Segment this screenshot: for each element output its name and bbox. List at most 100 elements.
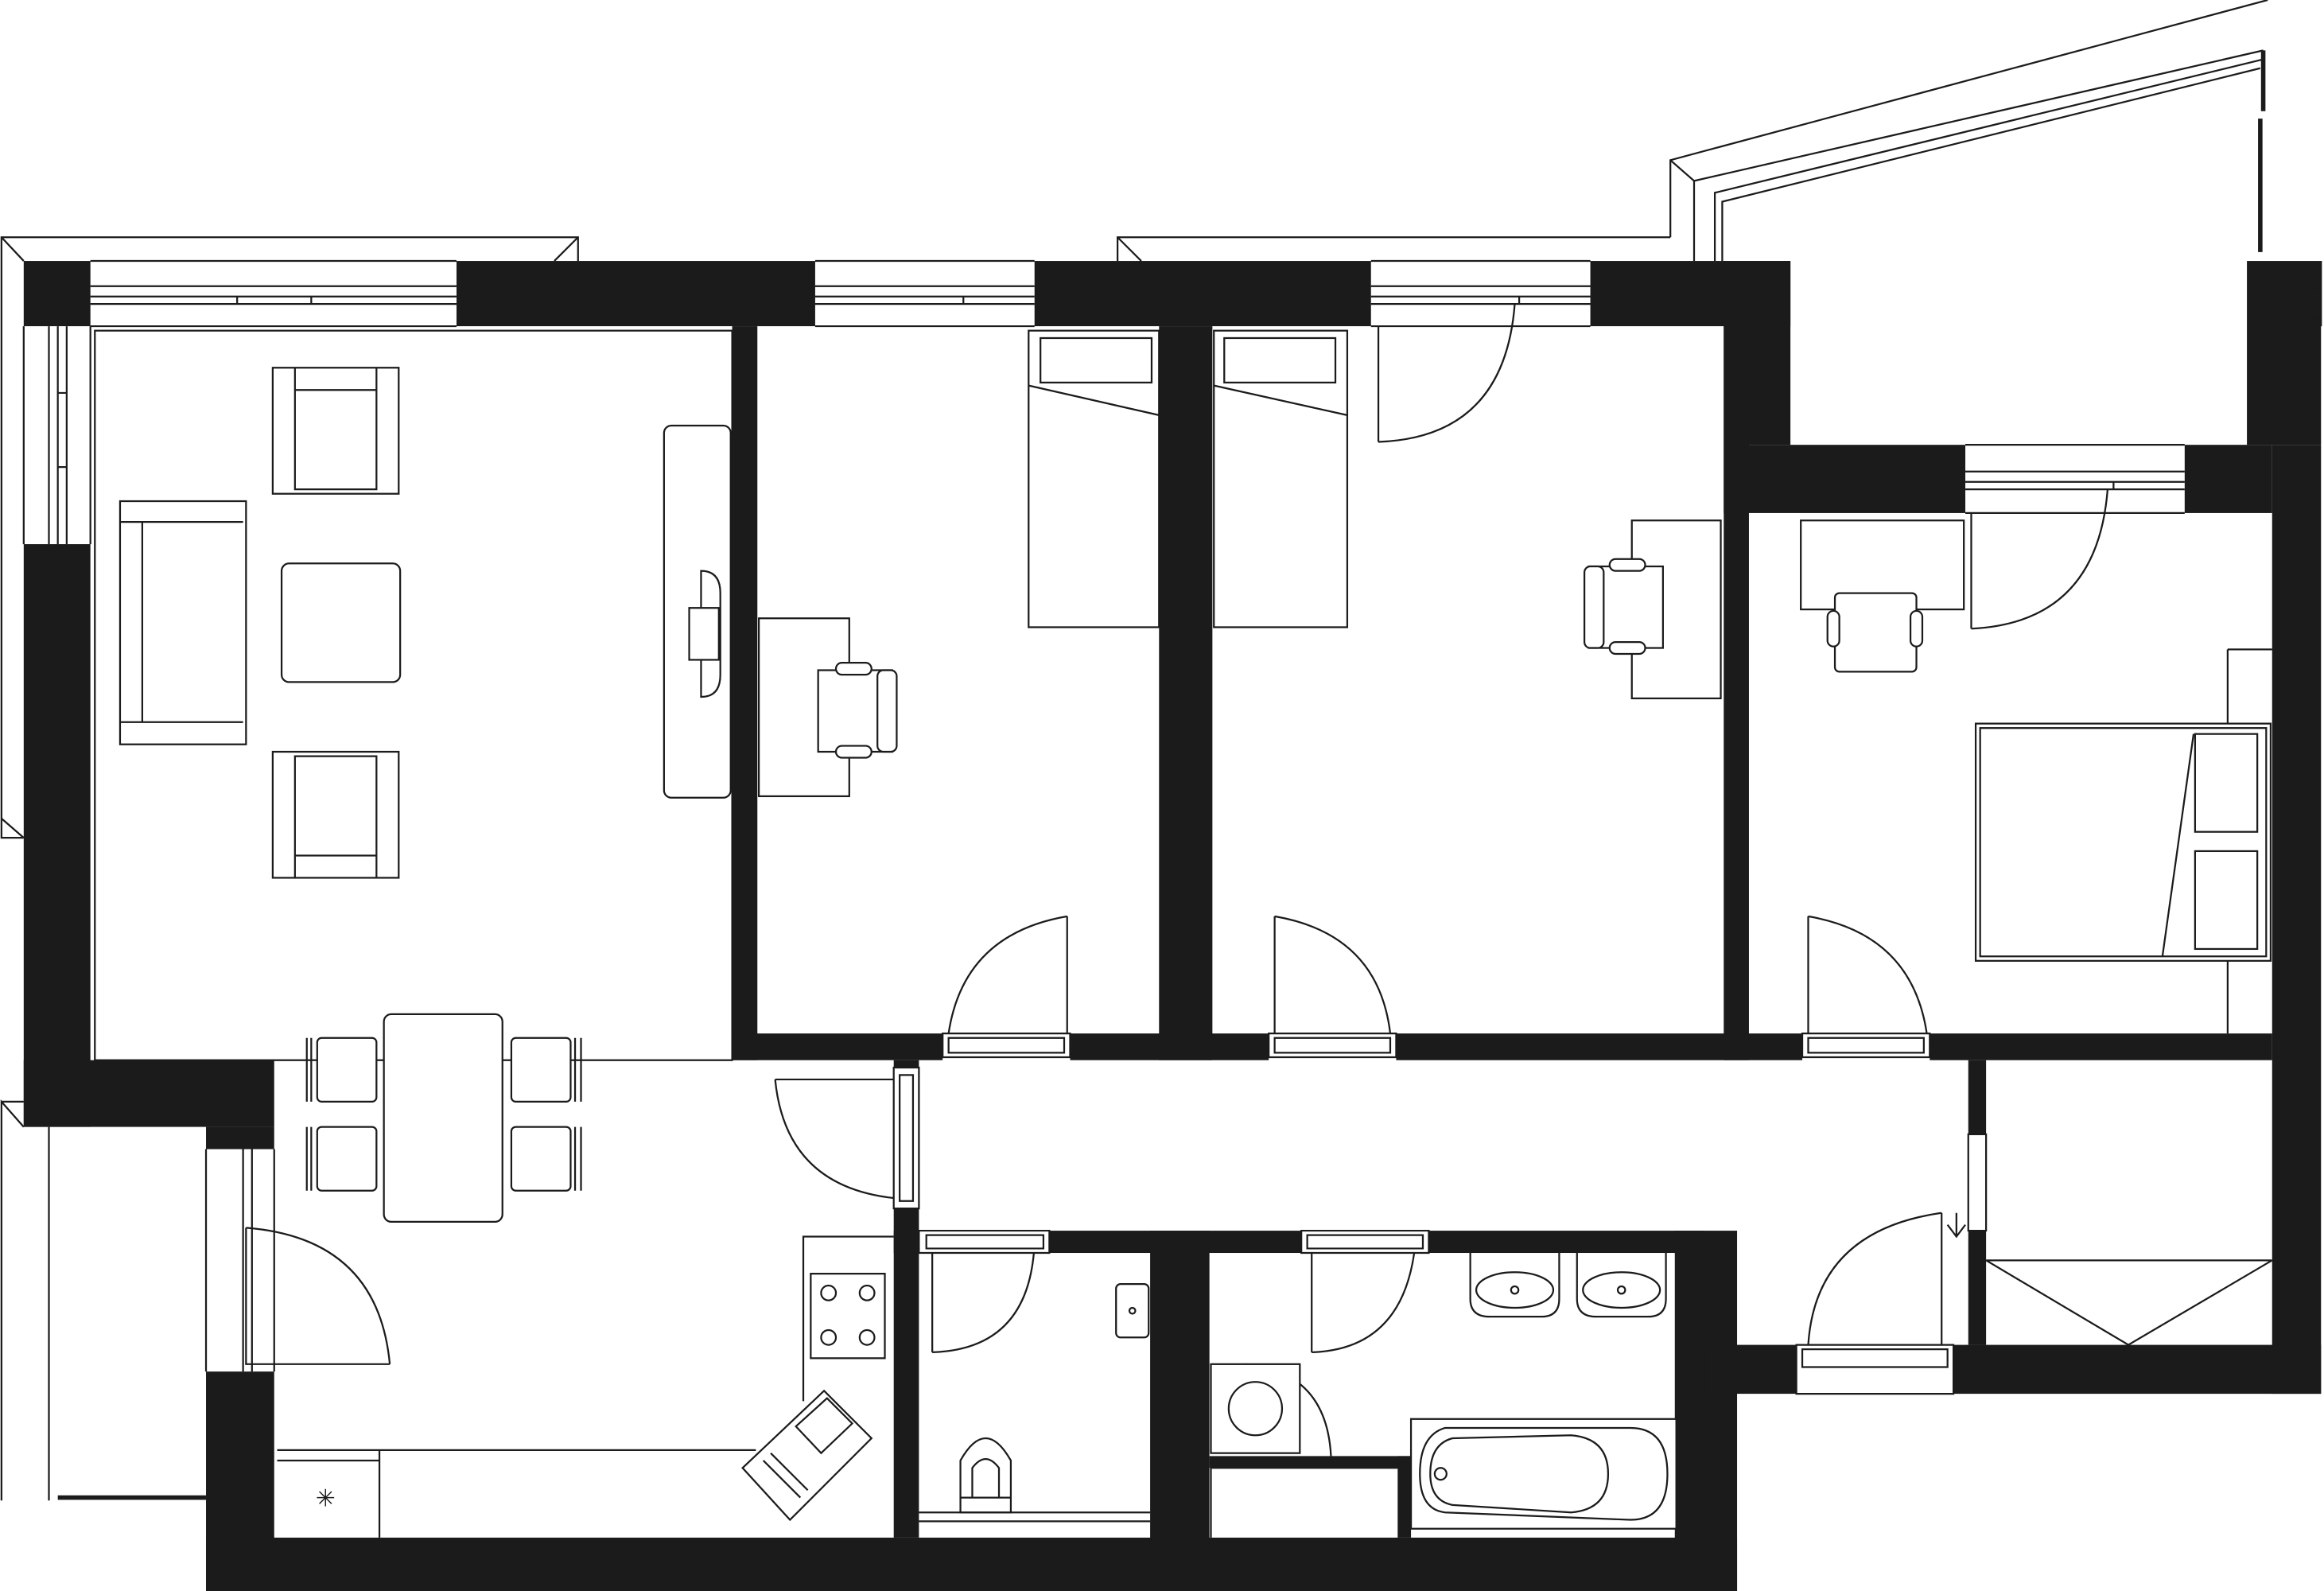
- walls-shape: [1034, 261, 1371, 327]
- bathroom-shape: [1582, 1271, 1661, 1309]
- bedroom-1-furniture-shape: [834, 662, 872, 676]
- doors-shape: [1967, 1133, 1988, 1232]
- walls-shape: [2272, 445, 2322, 1395]
- balcony-top-middle: [1116, 236, 1671, 262]
- walls-shape: [1968, 1231, 1987, 1345]
- bedroom-2-furniture-shape: [1223, 336, 1337, 384]
- doors-shape: [947, 915, 1068, 1034]
- balcony-top-right-shape: [2258, 50, 2266, 252]
- doors-shape: [245, 1227, 391, 1365]
- storage-room-shape: [1985, 1259, 2273, 1346]
- living-room-furniture: [94, 329, 733, 1223]
- bedroom-3-furniture-shape: [1826, 609, 1840, 648]
- walls-shape: [1159, 326, 1213, 1060]
- walls-shape: [23, 544, 91, 1127]
- doors: [245, 304, 2109, 1457]
- walls-shape: [893, 1208, 919, 1538]
- bathroom-shape: [1210, 1363, 1301, 1454]
- doors-shape: [1946, 1212, 1966, 1239]
- balcony-top-left: [0, 236, 579, 839]
- bathroom-shape: [1510, 1285, 1520, 1295]
- bathroom-shape: [1616, 1285, 1626, 1295]
- walls-shape: [732, 326, 758, 1060]
- walls-shape: [1396, 1033, 1803, 1060]
- windows-shape: [1370, 259, 1591, 328]
- living-room-furniture-shape: [688, 607, 720, 661]
- bedroom-1-furniture: [758, 329, 1160, 798]
- balcony-top-left-shape: [0, 236, 579, 262]
- doors-shape: [1300, 1229, 1430, 1255]
- living-room-furniture-shape: [383, 1013, 503, 1223]
- doors-shape: [774, 1078, 894, 1200]
- walls-shape: [1209, 1456, 1412, 1468]
- balcony-top-left-shape: [0, 261, 25, 839]
- wc: [919, 1283, 1151, 1523]
- walls-shape: [23, 261, 91, 327]
- bathroom-shape: [1475, 1271, 1555, 1309]
- bedroom-2-furniture-shape: [1213, 384, 1348, 416]
- bedroom-3-furniture: [1800, 519, 2272, 1034]
- windows-shape: [90, 259, 457, 328]
- doors-shape: [931, 1242, 1036, 1354]
- bedroom-3-furniture-shape: [1833, 592, 1918, 673]
- bedroom-3-furniture-shape: [2161, 733, 2195, 957]
- walls-shape: [1150, 1231, 1210, 1591]
- bathroom-shape: [1433, 1467, 1448, 1481]
- walls-shape: [1070, 1033, 1269, 1060]
- wc-shape: [1115, 1283, 1150, 1339]
- balcony-top-middle-shape: [1116, 236, 1671, 262]
- walls-shape: [206, 1126, 274, 1149]
- bedroom-1-furniture-shape: [1028, 384, 1160, 416]
- kitchen-shape: [277, 1235, 894, 1538]
- walls-shape: [1724, 445, 1966, 513]
- living-room-furniture-shape: [280, 562, 402, 683]
- doors-shape: [1970, 489, 2109, 630]
- doors-shape: [942, 1033, 1071, 1059]
- doors-shape: [1801, 1033, 1931, 1059]
- doors-shape: [1795, 1344, 1955, 1395]
- kitchen-shape: [810, 1273, 886, 1360]
- bedroom-3-furniture-shape: [2194, 850, 2259, 951]
- doors-shape: [1268, 1033, 1397, 1059]
- bathroom-shape: [1576, 1253, 1667, 1318]
- walls-shape: [2184, 445, 2272, 513]
- walls-shape: [1428, 1231, 1705, 1254]
- doors-shape: [1807, 1212, 1943, 1345]
- kitchen: ✳: [277, 1235, 894, 1538]
- bathroom-shape: [1210, 1467, 1398, 1538]
- living-room-furniture-shape: [271, 367, 400, 495]
- kitchen-shape: [858, 1328, 876, 1346]
- kitchen-shape: [820, 1284, 837, 1301]
- living-room-furniture-shape: [293, 368, 378, 491]
- bathroom-shape: [1429, 1434, 1610, 1514]
- doors-shape: [1807, 915, 1928, 1034]
- kitchen-shape: [741, 1389, 873, 1522]
- doors-shape: [892, 1066, 920, 1210]
- windows-shape: [1965, 444, 2185, 515]
- bedroom-2-furniture: [1213, 329, 1722, 700]
- bedroom-2-furniture-shape: [1583, 565, 1605, 649]
- bedroom-1-furniture-shape: [876, 669, 898, 753]
- kitchen-shape: [858, 1284, 876, 1301]
- doors-shape: [1377, 304, 1516, 443]
- walls-shape: [1968, 1060, 1987, 1134]
- balcony-left-shape: [0, 1099, 50, 1501]
- walls-shape: [23, 1060, 274, 1127]
- bedroom-1-furniture-shape: [1040, 336, 1153, 384]
- bedroom-2-furniture-shape: [1608, 558, 1646, 572]
- walls-shape: [1953, 1344, 2322, 1395]
- storage-room: [1985, 1259, 2273, 1346]
- walls-shape: [206, 1537, 1738, 1591]
- walls-shape: [1724, 326, 1749, 1060]
- walls-shape: [456, 261, 815, 327]
- balcony-top-right-shape: [1669, 0, 2268, 262]
- living-room-furniture-shape: [305, 1037, 582, 1191]
- kitchen-shape: [762, 1397, 854, 1499]
- bathroom: [1210, 1253, 1677, 1538]
- walls-shape: [1674, 1231, 1738, 1591]
- walls-shape: [1704, 1344, 1797, 1395]
- bathroom-shape: [1469, 1253, 1560, 1318]
- windows: [22, 259, 2322, 1372]
- living-room-furniture-shape: [271, 750, 400, 879]
